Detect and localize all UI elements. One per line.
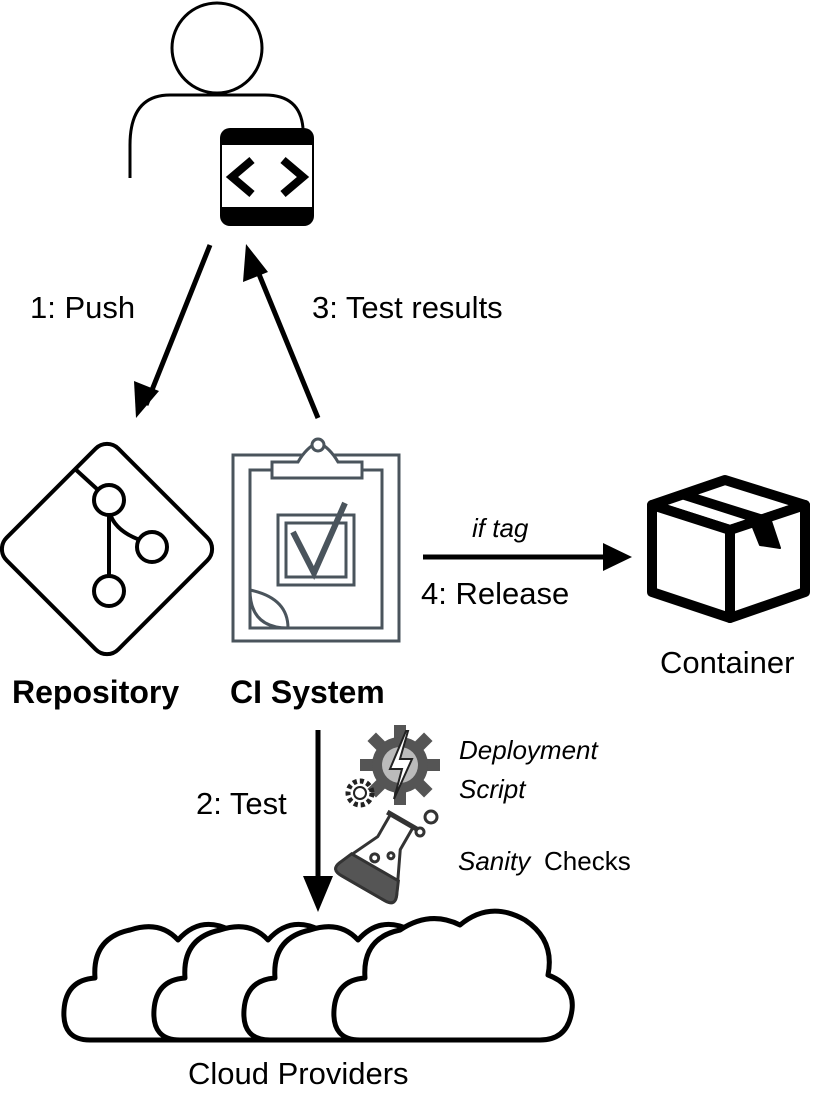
- test-results-label: 3: Test results: [312, 290, 503, 325]
- code-brackets-icon: [220, 128, 314, 226]
- container-label: Container: [660, 645, 794, 680]
- test-results-arrow: [251, 261, 321, 419]
- deployment-label-line2: Script: [459, 774, 527, 804]
- push-arrow: [143, 244, 213, 406]
- git-repository-icon: [0, 441, 215, 657]
- cloud-providers-label: Cloud Providers: [188, 1056, 409, 1091]
- test-label: 2: Test: [196, 786, 287, 821]
- clipboard-checkmark-icon: [231, 437, 401, 643]
- release-arrowhead: [603, 543, 632, 571]
- flask-icon: [334, 809, 439, 905]
- push-arrowhead: [134, 381, 159, 418]
- cloud-cluster-icon: [61, 908, 575, 1043]
- repository-label: Repository: [12, 674, 179, 710]
- test-arrowhead: [303, 876, 333, 912]
- gears-lightning-icon: [345, 725, 440, 808]
- push-label: 1: Push: [30, 290, 135, 325]
- arrows: [134, 244, 632, 912]
- deployment-label-line1: Deployment: [459, 735, 600, 765]
- sanity-label-italic: Sanity: [458, 846, 532, 876]
- test-results-arrowhead: [243, 244, 268, 282]
- if-tag-label: if tag: [472, 513, 529, 543]
- package-box-icon: [647, 475, 810, 623]
- release-label: 4: Release: [421, 576, 569, 611]
- sanity-label-rest: Checks: [544, 846, 631, 876]
- developer-user-icon: [128, 1, 305, 178]
- ci-system-label: CI System: [230, 674, 385, 710]
